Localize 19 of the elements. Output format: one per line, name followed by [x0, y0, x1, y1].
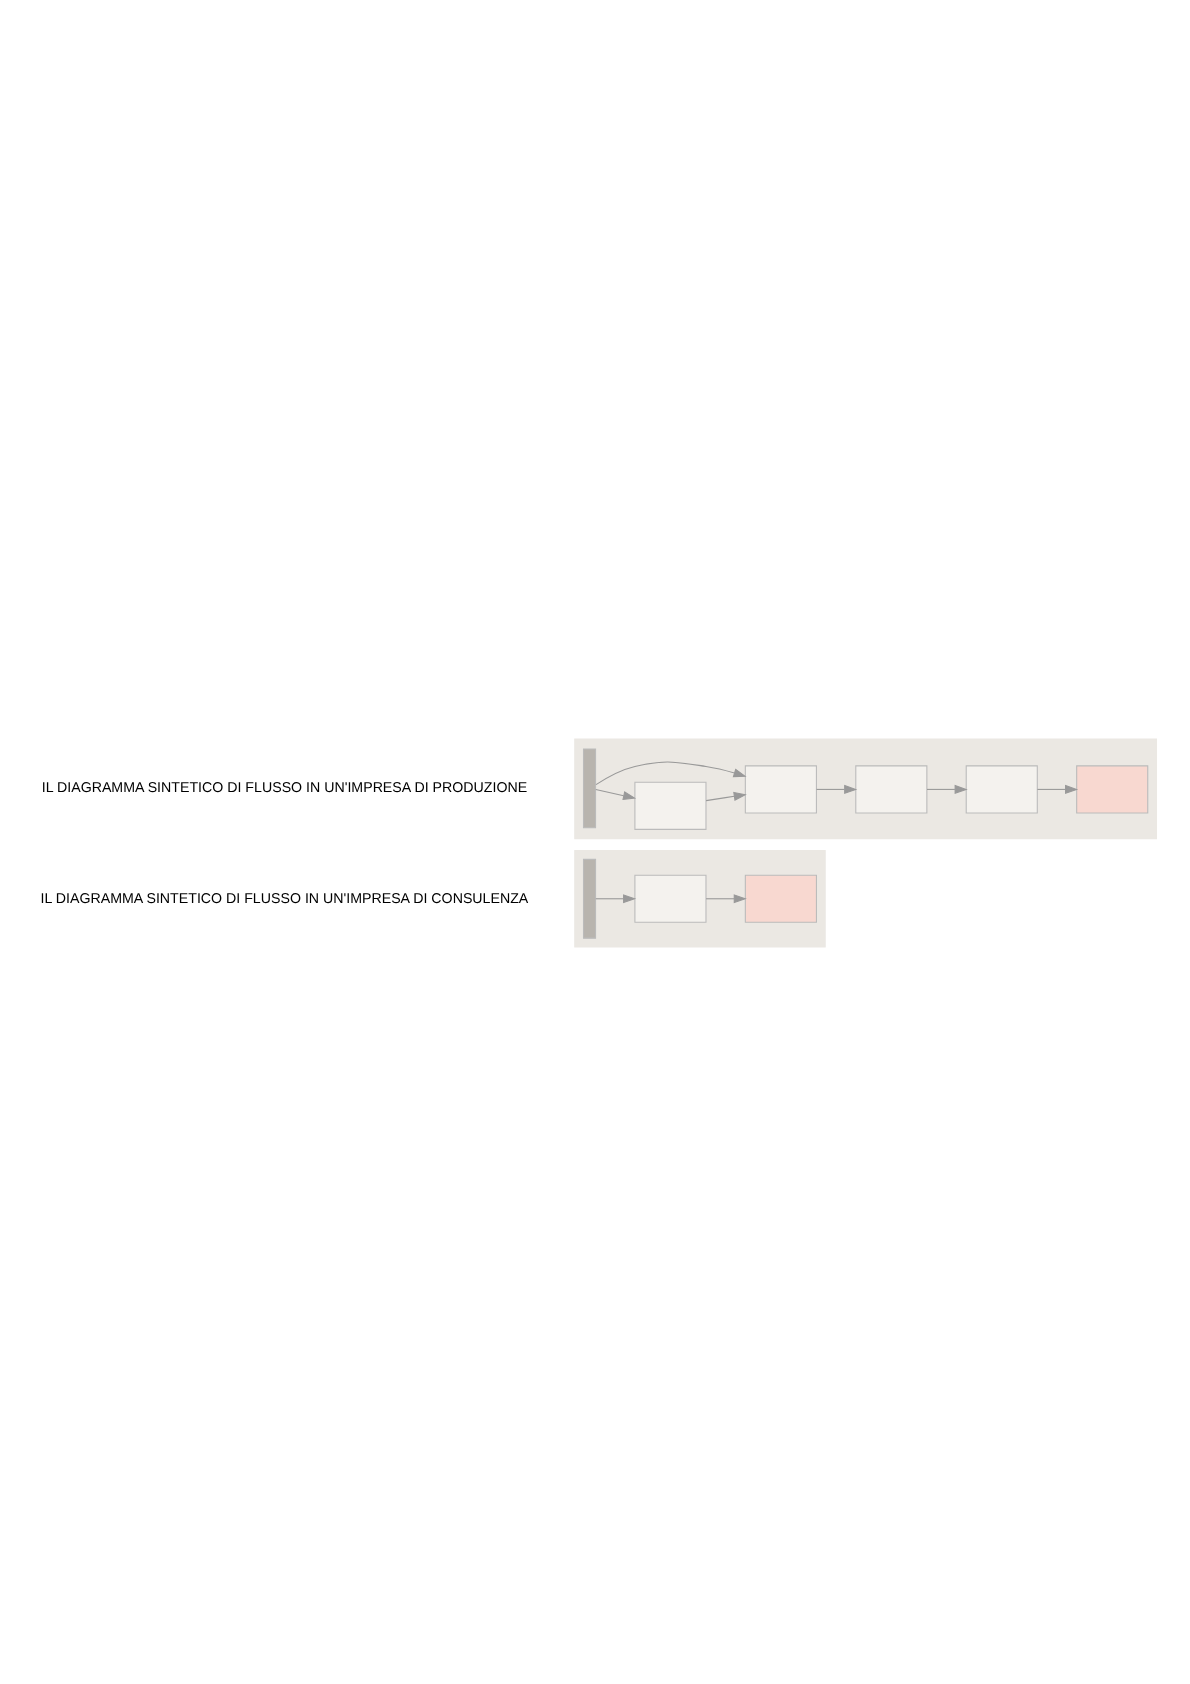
node-box	[855, 764, 928, 813]
node-box	[634, 780, 707, 829]
arrow	[595, 893, 637, 903]
node-box	[634, 873, 707, 922]
arrow	[595, 787, 637, 800]
arrow	[816, 783, 858, 793]
node-box	[1076, 764, 1149, 813]
node-bar	[582, 747, 597, 828]
arrow	[705, 893, 747, 903]
arrow	[595, 760, 747, 785]
node-box	[965, 764, 1038, 813]
node-bar	[582, 857, 597, 938]
arrow	[926, 783, 968, 793]
cluster	[574, 849, 826, 947]
node-box	[744, 873, 817, 922]
arrow	[1036, 783, 1079, 793]
cluster	[574, 737, 1158, 839]
arrow	[705, 790, 747, 801]
node-box	[744, 764, 817, 813]
